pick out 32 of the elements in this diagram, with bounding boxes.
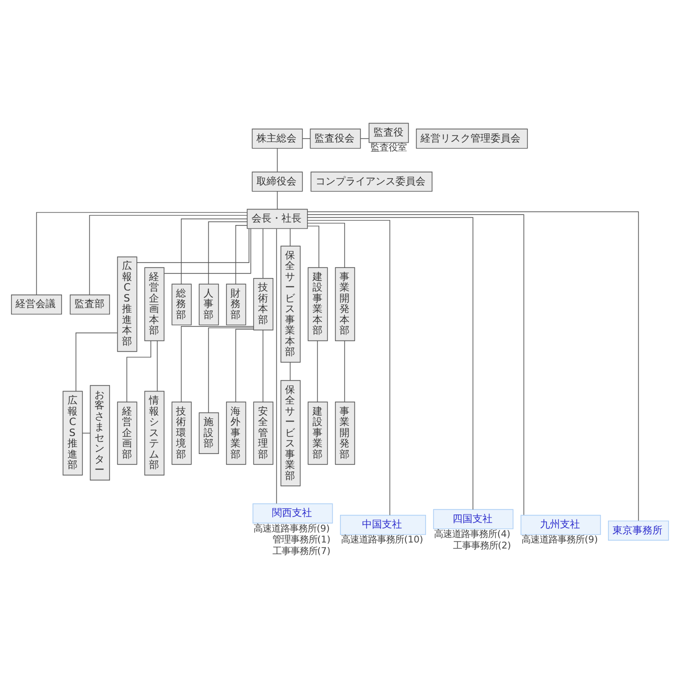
connector <box>208 327 254 413</box>
node-label: 高速道路事務所(9) <box>522 534 598 546</box>
connector <box>36 212 248 295</box>
connector <box>235 328 254 402</box>
connector <box>156 340 158 392</box>
connector <box>262 330 264 402</box>
connector <box>276 191 278 210</box>
connector <box>307 226 320 268</box>
connector <box>235 224 248 284</box>
connector <box>76 332 118 392</box>
node-label: 高速道路事務所(9) <box>254 523 330 534</box>
connector <box>89 214 248 295</box>
connector <box>276 228 277 504</box>
connector <box>344 340 346 402</box>
node-label: 管理事務所(1) <box>272 534 330 546</box>
node-label: 高速道路事務所(4) <box>434 528 510 540</box>
connector <box>290 362 291 381</box>
connector <box>262 228 264 279</box>
node-label: 工事事務所(2) <box>452 540 512 552</box>
connector <box>136 228 250 263</box>
connector <box>307 222 346 268</box>
connector <box>276 148 278 172</box>
connector <box>164 228 252 274</box>
node-label: 高速道路事務所(10) <box>341 534 424 546</box>
connector <box>180 326 254 402</box>
node-label: 工事事務所(7) <box>272 546 330 558</box>
connector <box>317 340 318 402</box>
connector <box>208 221 248 284</box>
node-label: 監査役室 <box>370 142 406 154</box>
connector <box>126 340 152 402</box>
connector <box>290 228 291 246</box>
connector <box>180 218 248 284</box>
